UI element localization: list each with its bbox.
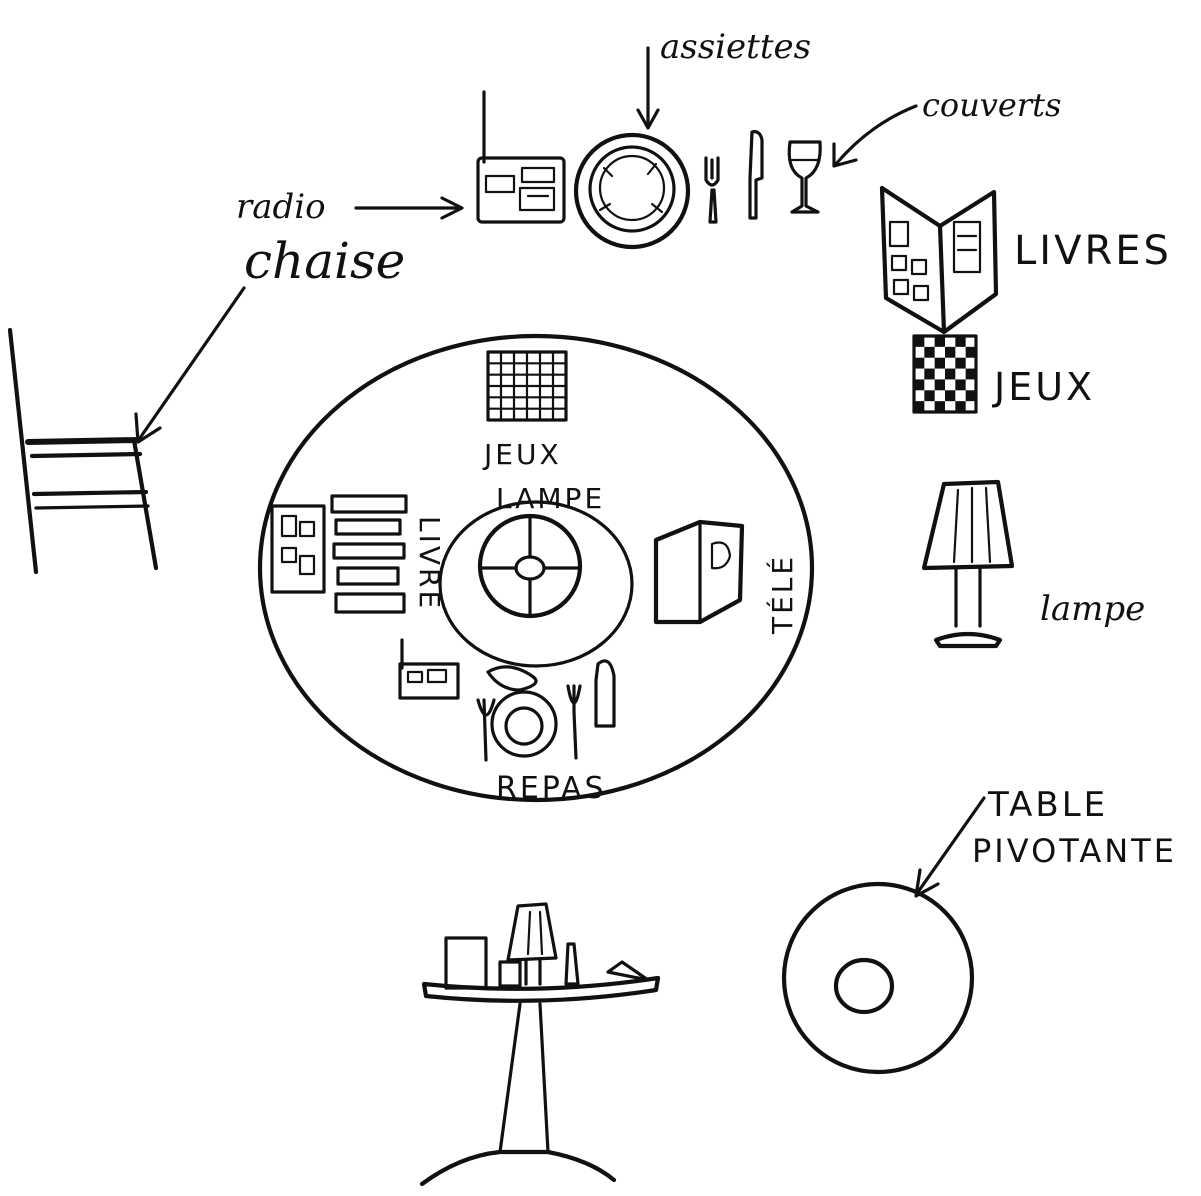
checker-square (934, 336, 945, 347)
table-top-view: JEUX LAMPE LIVRE TÉLÉ REPAS (257, 333, 815, 806)
table-livre-label: LIVRE (413, 516, 446, 611)
table-lampe-label: LAMPE (496, 482, 605, 515)
radio-drawing (476, 90, 566, 224)
checker-square (965, 368, 976, 380)
table-pivotante-line2: PIVOTANTE (972, 832, 1177, 870)
checker-square (955, 401, 966, 412)
livres-label: LIVRES (1014, 228, 1172, 274)
table-jeux-label: JEUX (482, 438, 562, 471)
checker-square (934, 401, 945, 412)
checker-square (914, 379, 925, 391)
checker-square (924, 346, 935, 358)
radio-annotation: radio (236, 187, 464, 227)
checker-square (945, 346, 956, 358)
couverts-annotation: couverts (832, 86, 1061, 168)
assiettes-label: assiettes (660, 27, 811, 67)
cutlery-drawing (704, 130, 822, 224)
lamp-drawing (921, 479, 1015, 649)
checker-square (965, 346, 976, 358)
checker-square (914, 357, 925, 369)
checker-square (945, 368, 956, 380)
table-pivotante-annotation: TABLE PIVOTANTE (914, 785, 1177, 898)
checker-square (955, 357, 966, 369)
chaise-label: chaise (244, 232, 405, 290)
assiettes-annotation: assiettes (636, 27, 811, 130)
checker-square (945, 390, 956, 402)
chair-drawing (7, 327, 159, 575)
jeux-label: JEUX (992, 365, 1095, 409)
radio-label: radio (236, 187, 326, 227)
table-repas-label: REPAS (496, 771, 607, 806)
checker-square (934, 357, 945, 369)
table-pivotante-line1: TABLE (987, 785, 1108, 825)
table-tele-label: TÉLÉ (765, 554, 799, 635)
plate-drawing (573, 132, 691, 250)
chaise-annotation: chaise (134, 232, 405, 444)
checker-square (924, 390, 935, 402)
lampe-label: lampe (1040, 589, 1145, 629)
checker-square (924, 368, 935, 380)
checker-square (934, 379, 945, 391)
game-drawing (912, 334, 978, 414)
checker-square (955, 336, 966, 347)
books-drawing (879, 185, 999, 335)
couverts-label: couverts (922, 86, 1061, 124)
checker-square (914, 401, 925, 412)
checker-square (965, 390, 976, 402)
pivot-table-drawing (781, 881, 975, 1075)
side-table-drawing (419, 902, 661, 1187)
checker-square (955, 379, 966, 391)
checker-square (914, 336, 925, 347)
